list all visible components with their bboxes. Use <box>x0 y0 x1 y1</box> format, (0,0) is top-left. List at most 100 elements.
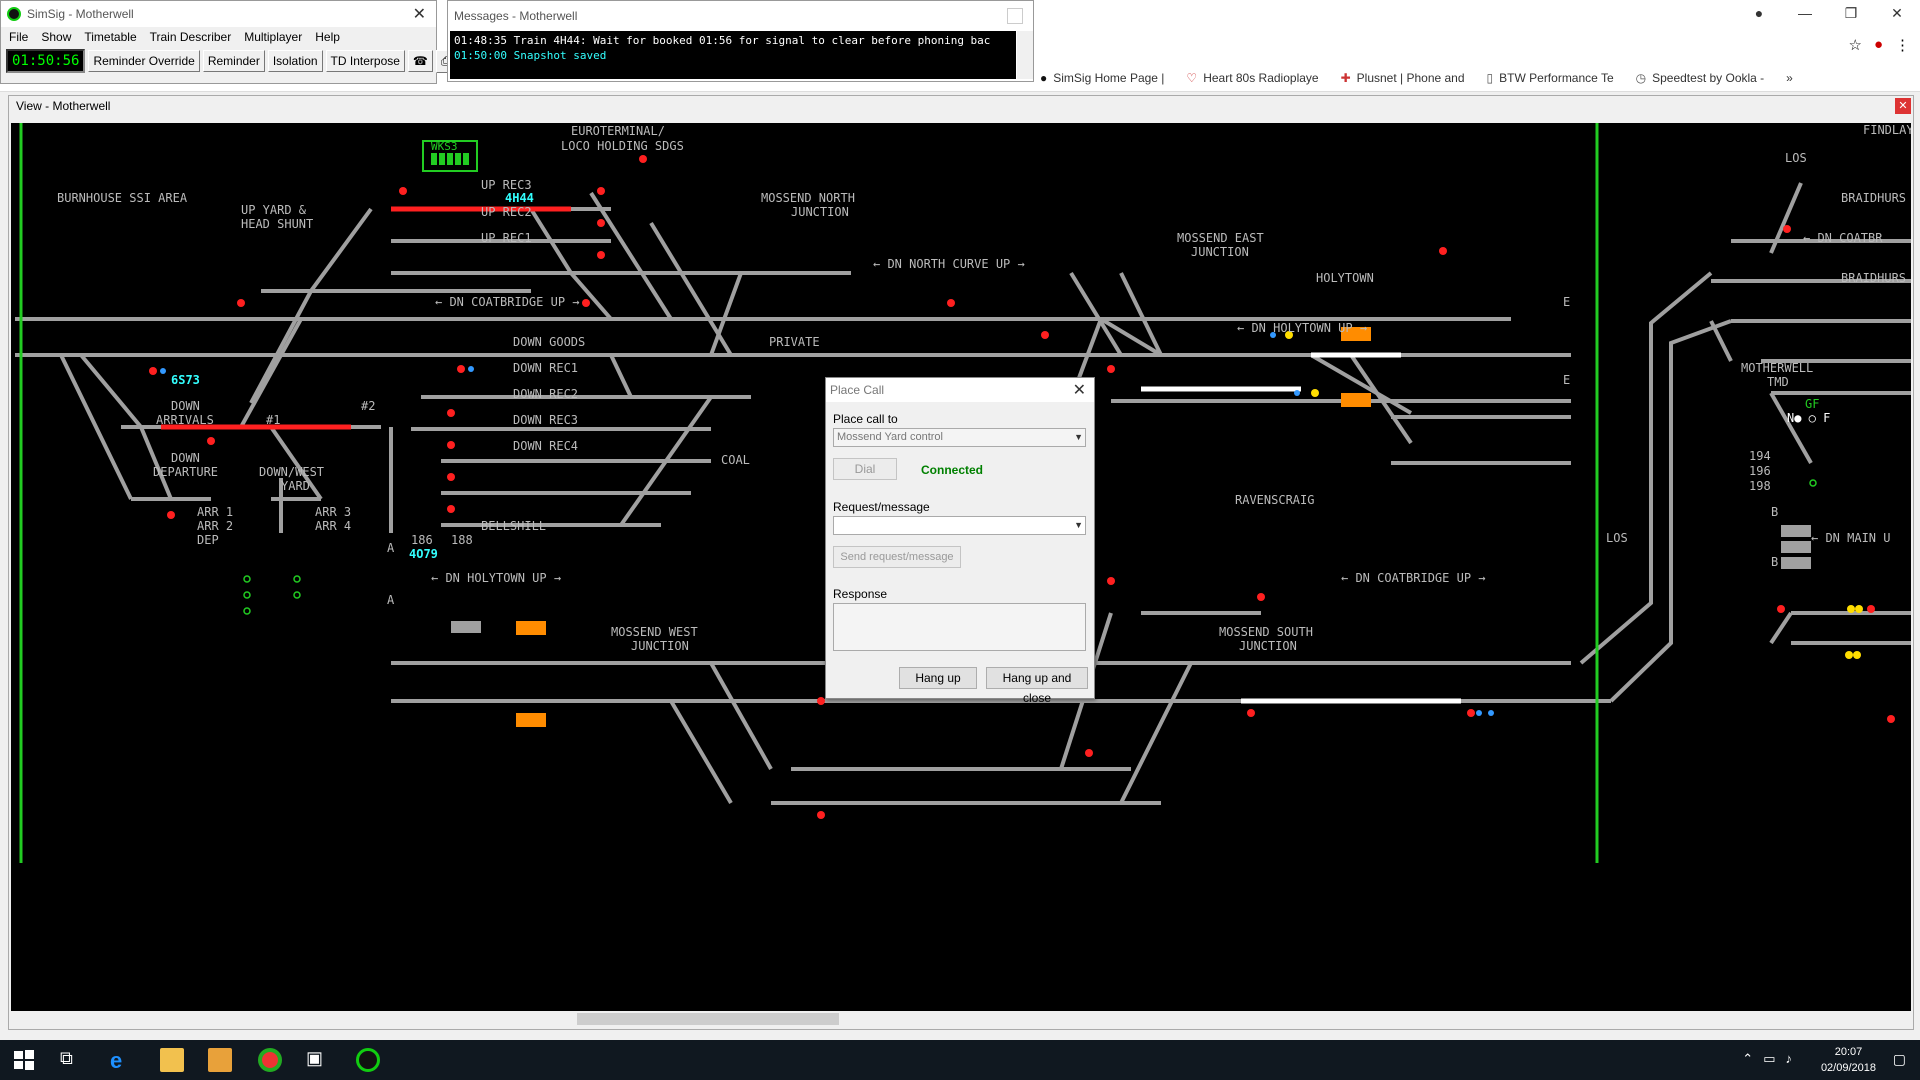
star-icon[interactable]: ☆ <box>1848 37 1862 54</box>
label-196: 196 <box>1749 464 1771 478</box>
td-6s73[interactable]: 6S73 <box>171 373 200 387</box>
edge-icon[interactable]: e <box>110 1048 123 1073</box>
label-e-top: E <box>1563 295 1571 309</box>
label-arrivals: ARRIVALS <box>156 413 214 427</box>
signals-yellow <box>1285 331 1863 659</box>
td-4o79[interactable]: 4O79 <box>409 547 438 561</box>
menu-help[interactable]: Help <box>315 30 340 44</box>
label-mossend-south-junction: JUNCTION <box>1239 639 1297 653</box>
bookmark-speedtest[interactable]: ◷Speedtest by Ookla - <box>1635 71 1765 85</box>
task-view-icon[interactable]: ⧉ <box>60 1048 73 1068</box>
chevron-up-icon[interactable]: ⌃ <box>1742 1051 1754 1066</box>
menu-icon[interactable]: ⋮ <box>1895 37 1910 54</box>
network-icon[interactable]: ▭ <box>1763 1051 1776 1066</box>
label-down-rec3: DOWN REC3 <box>513 413 579 427</box>
bookmarks-overflow[interactable]: » <box>1786 71 1793 85</box>
response-field[interactable] <box>833 603 1086 651</box>
simsig-taskbar-icon[interactable] <box>356 1048 380 1072</box>
dial-button[interactable]: Dial <box>833 458 897 480</box>
place-call-dialog: Place Call ✕ Place call to Mossend Yard … <box>825 377 1095 705</box>
label-down-goods: DOWN GOODS <box>513 335 586 349</box>
label-hash1: #1 <box>266 413 281 427</box>
simsig-logo-icon <box>7 7 21 21</box>
bookmark-simsig[interactable]: ●SimSig Home Page | <box>1040 71 1165 85</box>
view-titlebar: View - Motherwell <box>9 96 1913 116</box>
td-wks3[interactable]: WKS3 <box>431 140 458 153</box>
restore-icon[interactable]: ❐ <box>1844 4 1858 21</box>
media-player-icon[interactable] <box>208 1048 232 1072</box>
track-diagram <box>15 123 1911 863</box>
system-tray: ⌃ ▭ ♪ <box>1742 1051 1792 1067</box>
label-arr2: ARR 2 <box>197 519 234 533</box>
windows-start-icon[interactable] <box>12 1048 36 1072</box>
label-hash2: #2 <box>361 399 376 413</box>
label-n-f: N● ○ F <box>1787 411 1831 425</box>
wks3-indicators <box>431 153 469 165</box>
label-private: PRIVATE <box>769 335 820 349</box>
menu-multiplayer[interactable]: Multiplayer <box>244 30 303 44</box>
label-dep: DEP <box>197 533 219 547</box>
simsig-titlebar: SimSig - Motherwell ✕ <box>1 1 436 27</box>
chevron-down-icon: ▼ <box>1074 520 1083 530</box>
label-a-bottom: A <box>387 593 395 607</box>
profile-icon[interactable]: ● <box>1754 5 1764 21</box>
menu-timetable[interactable]: Timetable <box>84 30 137 44</box>
label-down-rec1: DOWN REC1 <box>513 361 579 375</box>
chrome-icon[interactable] <box>258 1048 282 1072</box>
label-188: 188 <box>451 533 473 547</box>
messages-log: 01:48:35 Train 4H44: Wait for booked 01:… <box>450 31 1016 79</box>
place-call-to-label: Place call to <box>833 412 898 426</box>
volume-icon[interactable]: ♪ <box>1785 1051 1793 1066</box>
bookmark-plusnet[interactable]: ✚Plusnet | Phone and <box>1340 71 1465 85</box>
minimize-icon[interactable]: — <box>1798 5 1812 21</box>
request-message-select[interactable]: ▼ <box>833 516 1086 535</box>
horizontal-scrollbar[interactable] <box>11 1011 1911 1027</box>
hang-up-and-close-button[interactable]: Hang up and close <box>986 667 1088 705</box>
place-call-titlebar: Place Call ✕ <box>826 378 1094 402</box>
occupancy-blocks <box>516 327 1371 727</box>
simsig-main-window: SimSig - Motherwell ✕ File Show Timetabl… <box>0 0 456 84</box>
place-call-to-value: Mossend Yard control <box>837 431 943 443</box>
close-icon[interactable]: ✕ <box>412 6 426 23</box>
td-interpose-button[interactable]: TD Interpose <box>325 50 405 72</box>
hang-up-button[interactable]: Hang up <box>899 667 977 689</box>
request-message-label: Request/message <box>833 500 930 514</box>
place-call-to-select[interactable]: Mossend Yard control ▼ <box>833 428 1086 447</box>
label-head-shunt: HEAD SHUNT <box>241 217 314 231</box>
reminder-button[interactable]: Reminder <box>202 50 265 72</box>
taskbar-date: 02/09/2018 <box>1820 1062 1876 1074</box>
bookmark-btw[interactable]: ▯BTW Performance Te <box>1486 71 1614 85</box>
label-down-rec4: DOWN REC4 <box>513 439 579 453</box>
td-4h44[interactable]: 4H44 <box>505 191 534 205</box>
label-mossend-north-junction: JUNCTION <box>791 205 849 219</box>
label-up-yard: UP YARD & <box>241 203 307 217</box>
close-icon[interactable]: ✕ <box>1895 98 1911 114</box>
label-braidhurst-1: BRAIDHURS <box>1841 191 1907 205</box>
send-request-button[interactable]: Send request/message <box>833 546 961 568</box>
menu-show[interactable]: Show <box>41 30 72 44</box>
menu-train-describer[interactable]: Train Describer <box>149 30 232 44</box>
close-icon[interactable]: ✕ <box>1891 4 1903 21</box>
label-b-bottom: B <box>1771 555 1779 569</box>
menu-file[interactable]: File <box>9 30 29 44</box>
label-findlay: FINDLAY <box>1863 123 1911 137</box>
label-up-rec1: UP REC1 <box>481 231 532 245</box>
isolation-button[interactable]: Isolation <box>267 50 323 72</box>
clock[interactable]: 20:07 02/09/2018 <box>1821 1044 1876 1076</box>
scrollbar-thumb[interactable] <box>577 1013 839 1025</box>
notifications-icon[interactable]: ▢ <box>1892 1051 1906 1067</box>
close-icon[interactable]: ✕ <box>1072 382 1086 399</box>
close-icon[interactable] <box>1007 8 1023 24</box>
store-icon[interactable]: ▣ <box>306 1048 324 1068</box>
reminder-override-button[interactable]: Reminder Override <box>88 50 200 72</box>
extension-icon[interactable]: ● <box>1873 36 1883 53</box>
telephone-icon[interactable]: ☎ <box>407 50 433 72</box>
sim-clock[interactable]: 01:50:56 <box>6 49 86 73</box>
signalling-panel[interactable]: EUROTERMINAL/ LOCO HOLDING SDGS BURNHOUS… <box>11 123 1911 1011</box>
messages-title: Messages - Motherwell <box>454 9 578 23</box>
label-dn-north-curve: ← DN NORTH CURVE UP → <box>873 257 1025 271</box>
bookmark-heart[interactable]: ♡Heart 80s Radioplaye <box>1186 71 1319 85</box>
messages-scrollbar[interactable] <box>1017 31 1033 79</box>
messages-window: Messages - Motherwell 01:48:35 Train 4H4… <box>447 0 1034 82</box>
file-explorer-icon[interactable] <box>160 1048 184 1072</box>
